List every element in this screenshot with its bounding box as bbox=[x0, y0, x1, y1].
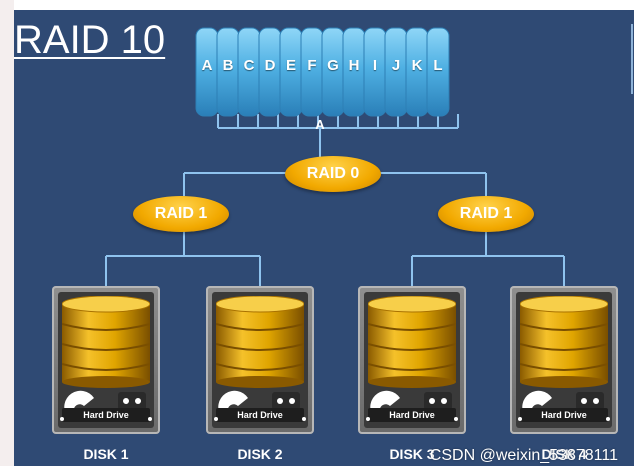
drive-label: Hard Drive bbox=[62, 408, 150, 422]
drive-led-panel bbox=[118, 392, 146, 410]
disk-caption: DISK 3 bbox=[389, 446, 435, 462]
data-block-letter: I bbox=[372, 57, 378, 74]
drive-led-panel bbox=[576, 392, 604, 410]
drive-label: Hard Drive bbox=[368, 408, 456, 422]
watermark: CSDN @weixin_53878111 bbox=[429, 447, 618, 464]
connector-lines bbox=[105, 27, 565, 286]
drive-led-panel bbox=[272, 392, 300, 410]
data-block-letter: J bbox=[391, 57, 401, 74]
page-title: RAID 10 bbox=[14, 18, 166, 62]
drive-label: Hard Drive bbox=[520, 408, 608, 422]
data-block-letter: G bbox=[327, 57, 339, 74]
data-block-letter: E bbox=[285, 57, 296, 74]
hard-drive-icon: Hard Drive bbox=[358, 286, 466, 434]
drive-led-panel bbox=[424, 392, 452, 410]
data-block-letter: F bbox=[307, 57, 317, 74]
hard-drive-icon: Hard Drive bbox=[510, 286, 618, 434]
data-block-letter: D bbox=[264, 57, 276, 74]
data-block-letter: H bbox=[348, 57, 360, 74]
platter-stack bbox=[368, 296, 456, 388]
raid0-node: RAID 0 bbox=[285, 156, 381, 192]
data-block-letter: L bbox=[433, 57, 443, 74]
disk-caption: DISK 4 bbox=[541, 446, 587, 462]
platter-stack bbox=[520, 296, 608, 388]
data-block-letter: B bbox=[222, 57, 234, 74]
platter-stack bbox=[62, 296, 150, 388]
hard-drive-icon: Hard Drive bbox=[52, 286, 160, 434]
disk-caption: DISK 1 bbox=[83, 446, 129, 462]
drive-label: Hard Drive bbox=[216, 408, 304, 422]
data-array bbox=[195, 27, 450, 117]
disk-caption: DISK 2 bbox=[237, 446, 283, 462]
data-block-letter: A bbox=[201, 57, 213, 74]
data-block-cylinder bbox=[426, 27, 450, 117]
raid1-left-node: RAID 1 bbox=[133, 196, 229, 232]
left-margin bbox=[0, 0, 14, 466]
platter-stack bbox=[216, 296, 304, 388]
data-block-letter: K bbox=[411, 57, 423, 74]
array-marker: A bbox=[315, 117, 325, 132]
right-divider bbox=[631, 24, 633, 94]
hard-drive-icon: Hard Drive bbox=[206, 286, 314, 434]
raid1-right-node: RAID 1 bbox=[438, 196, 534, 232]
data-block-letter: C bbox=[243, 57, 255, 74]
